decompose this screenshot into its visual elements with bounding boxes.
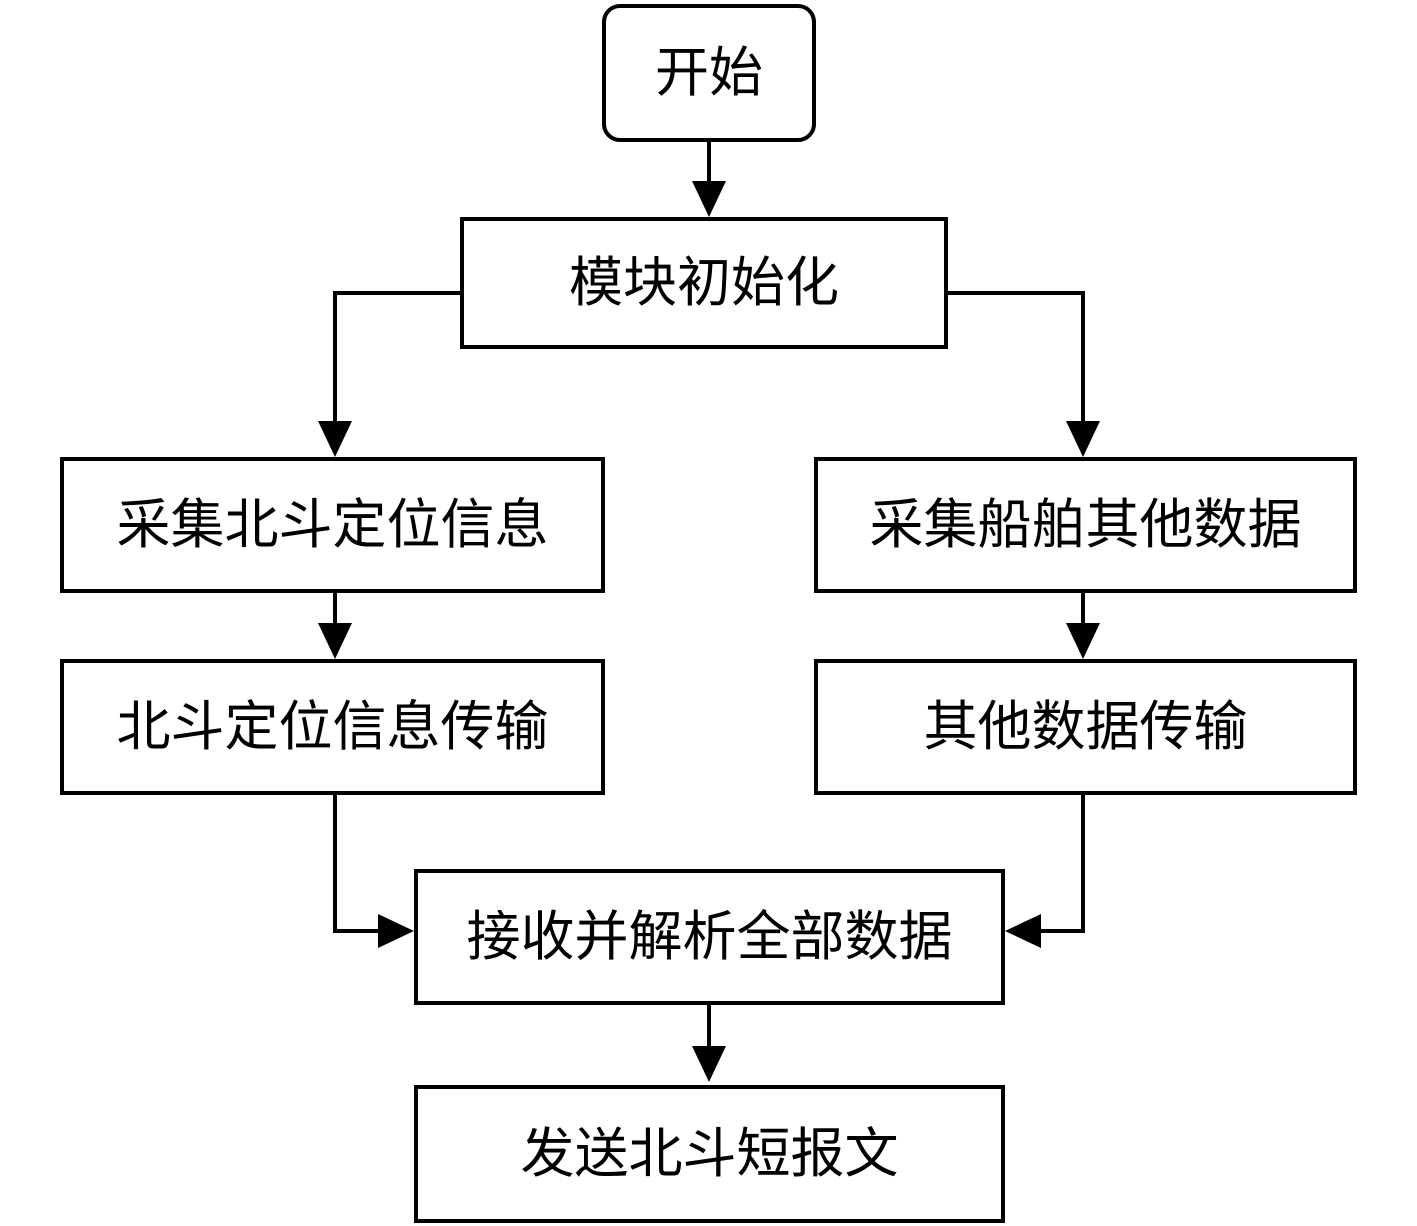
- start-node: 开始: [602, 4, 816, 142]
- arrow-init-collect-beidou: [318, 421, 352, 457]
- arrow-start-init: [692, 181, 726, 217]
- other-data-transfer-label: 其他数据传输: [923, 695, 1248, 758]
- module-init-node: 模块初始化: [460, 217, 948, 349]
- module-init-label: 模块初始化: [569, 251, 839, 314]
- arrow-beidou-transfer-receive: [378, 914, 414, 948]
- arrow-init-collect-ship: [1066, 421, 1100, 457]
- connector-init-collect-beidou: [333, 291, 460, 424]
- start-node-label: 开始: [655, 41, 763, 104]
- beidou-transfer-label: 北斗定位信息传输: [116, 695, 549, 758]
- collect-beidou-label: 采集北斗定位信息: [116, 493, 549, 556]
- collect-beidou-node: 采集北斗定位信息: [60, 457, 605, 593]
- beidou-transfer-node: 北斗定位信息传输: [60, 659, 605, 795]
- arrow-other-transfer-receive: [1005, 914, 1041, 948]
- connector-init-collect-ship: [948, 291, 1085, 424]
- arrow-receive-send: [692, 1046, 726, 1082]
- send-sms-label: 发送北斗短报文: [520, 1122, 899, 1185]
- connector-beidou-transfer-receive: [333, 795, 381, 933]
- receive-parse-node: 接收并解析全部数据: [414, 869, 1005, 1005]
- receive-parse-label: 接收并解析全部数据: [466, 905, 953, 968]
- collect-ship-data-label: 采集船舶其他数据: [869, 493, 1302, 556]
- connector-other-transfer-receive: [1038, 795, 1085, 933]
- other-data-transfer-node: 其他数据传输: [814, 659, 1357, 795]
- arrow-collect-beidou-transfer: [318, 623, 352, 659]
- send-sms-node: 发送北斗短报文: [414, 1085, 1005, 1223]
- collect-ship-data-node: 采集船舶其他数据: [814, 457, 1357, 593]
- arrow-collect-ship-transfer: [1066, 623, 1100, 659]
